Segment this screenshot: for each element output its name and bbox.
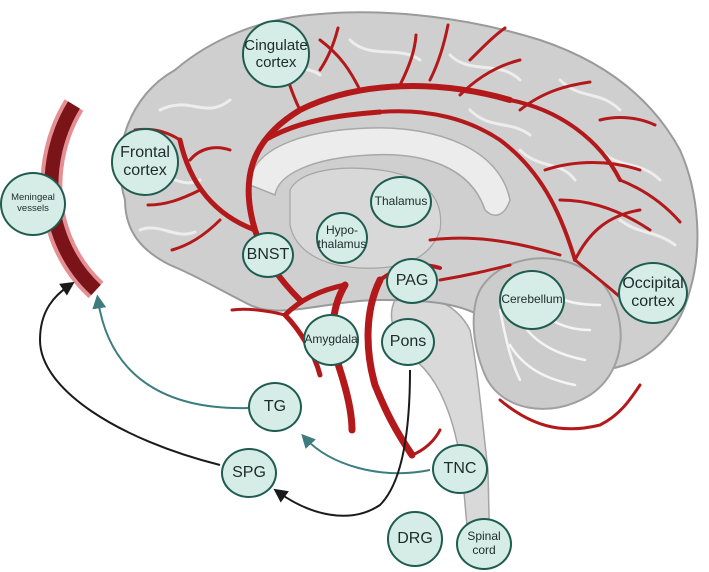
node-spinal-cord: Spinal cord bbox=[456, 518, 512, 570]
node-thalamus: Thalamus bbox=[370, 176, 432, 228]
node-meningeal-vessels: Meningeal vessels bbox=[0, 172, 66, 236]
node-cingulate-cortex: Cingulate cortex bbox=[242, 20, 310, 88]
node-frontal-cortex: Frontal cortex bbox=[111, 128, 179, 196]
node-spg: SPG bbox=[221, 448, 277, 498]
node-occipital-cortex: Occipital cortex bbox=[618, 262, 688, 324]
arrow-pons-to-spg bbox=[273, 369, 411, 517]
corpus-callosum bbox=[249, 127, 511, 216]
node-amygdala: Amygdala bbox=[303, 314, 359, 366]
node-bnst: BNST bbox=[242, 232, 294, 278]
arrow-tg-to-meningeal bbox=[92, 294, 249, 410]
node-pag: PAG bbox=[386, 258, 438, 304]
cerebellum-folia bbox=[498, 283, 602, 387]
node-drg: DRG bbox=[387, 511, 443, 567]
node-hypothalamus: Hypo- thalamus bbox=[316, 212, 368, 264]
node-cerebellum: Cerebellum bbox=[499, 270, 565, 330]
arrow-tnc-to-tg bbox=[301, 433, 431, 475]
node-tg: TG bbox=[248, 382, 302, 432]
node-tnc: TNC bbox=[432, 444, 488, 494]
arrow-spg-to-meningeal bbox=[38, 281, 221, 466]
node-pons: Pons bbox=[381, 318, 435, 366]
